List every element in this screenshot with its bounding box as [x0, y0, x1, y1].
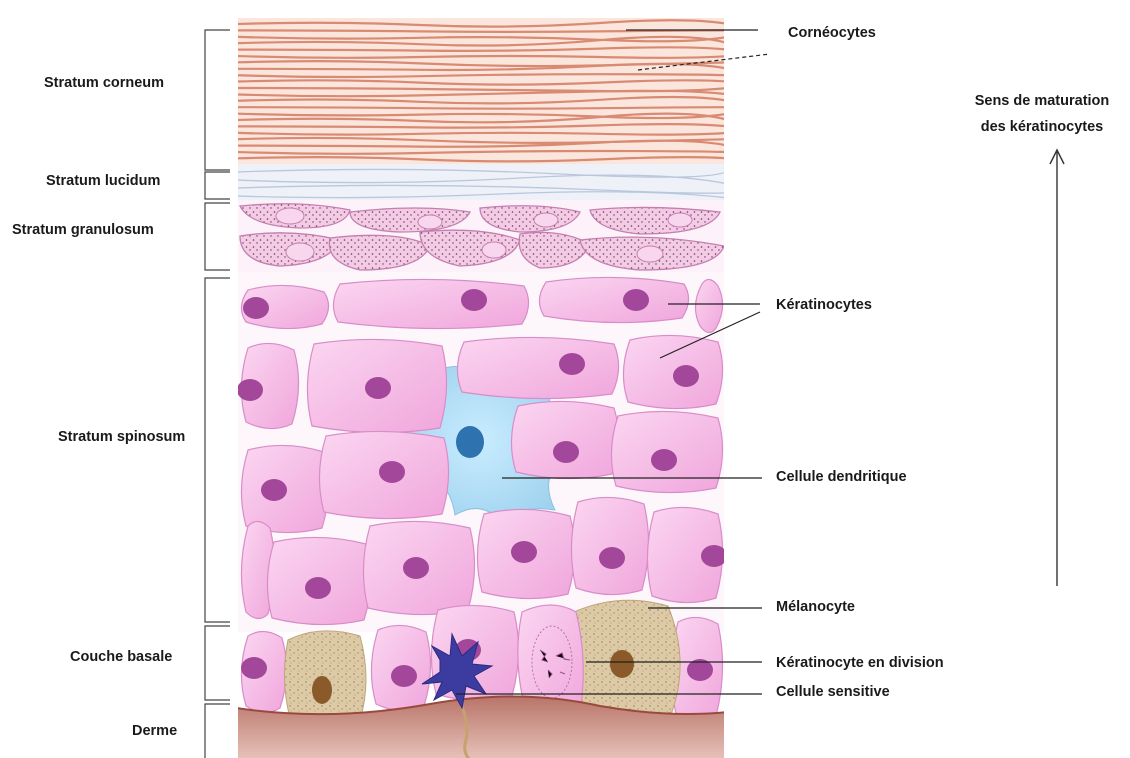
nucleus [365, 377, 391, 399]
label-corneocytes: Cornéocytes [788, 24, 876, 42]
nucleus [237, 379, 263, 401]
nucleus [379, 461, 405, 483]
label-melanocyte: Mélanocyte [776, 598, 855, 616]
nucleus [241, 657, 267, 679]
label-derme: Derme [132, 722, 177, 740]
keratinocyte-cell [457, 337, 618, 398]
nucleus [461, 289, 487, 311]
nucleus [261, 479, 287, 501]
label-stratum-spinosum: Stratum spinosum [58, 428, 185, 446]
nucleus [553, 441, 579, 463]
nucleus [305, 577, 331, 599]
label-stratum-granulosum: Stratum granulosum [12, 221, 154, 239]
nucleus [599, 547, 625, 569]
keratinocyte-cell [511, 401, 618, 478]
nucleus [651, 449, 677, 471]
keratinocyte-cell [571, 497, 648, 594]
label-cellule-sensitive: Cellule sensitive [776, 683, 890, 701]
nucleus [673, 365, 699, 387]
keratinocyte-cell [539, 277, 688, 322]
label-keratinocyte-en-division: Kératinocyte en division [776, 654, 944, 672]
layer-brackets [205, 30, 230, 758]
nucleus [403, 557, 429, 579]
label-couche-basale: Couche basale [70, 648, 172, 666]
nucleus [623, 289, 649, 311]
nucleus [559, 353, 585, 375]
label-stratum-lucidum: Stratum lucidum [46, 172, 160, 190]
label-keratinocytes: Kératinocytes [776, 296, 872, 314]
nucleus [701, 545, 727, 567]
keratinocyte-cell [623, 335, 722, 408]
label-stratum-corneum: Stratum corneum [44, 74, 164, 92]
label-cellule-dendritique: Cellule dendritique [776, 468, 907, 486]
keratinocyte-cell [333, 279, 528, 328]
nucleus [391, 665, 417, 687]
nucleus [511, 541, 537, 563]
label-maturation-line2: des kératinocytes [962, 118, 1122, 136]
nucleus [243, 297, 269, 319]
maturation-arrow [1050, 150, 1064, 586]
label-maturation-line1: Sens de maturation [962, 92, 1122, 110]
